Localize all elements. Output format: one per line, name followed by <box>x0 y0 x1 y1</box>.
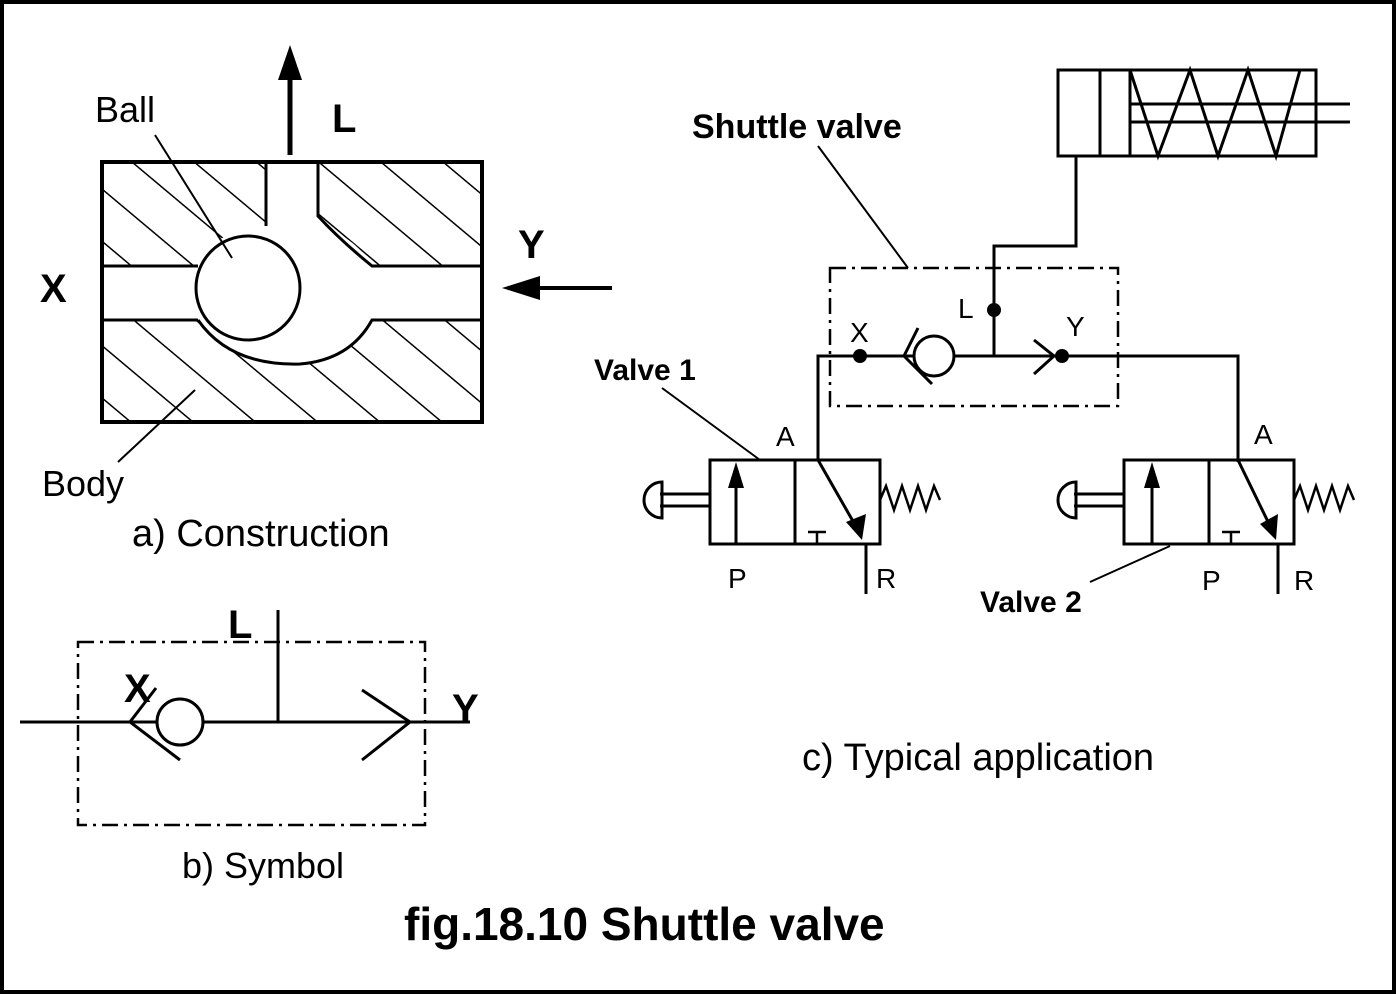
inlet-y-arrow-head <box>502 276 540 300</box>
shuttle-check-ball <box>912 334 956 378</box>
label-valve2: Valve 2 <box>980 586 1082 619</box>
shuttle-port-y-dot <box>1055 349 1069 363</box>
cylinder-supply-line <box>992 156 1078 356</box>
label-port-y: Y <box>518 223 545 267</box>
shuttle-label-x: X <box>850 317 869 348</box>
valve1-label-a: A <box>776 421 795 452</box>
valve2-label-p: P <box>1202 565 1221 596</box>
figure-caption: fig.18.10 Shuttle valve <box>404 898 885 950</box>
symbol-check-seat <box>127 687 181 762</box>
symbol-check-ball <box>155 697 205 747</box>
symbol-diagram: L X Y b) Symbol <box>20 603 479 886</box>
label-valve1: Valve 1 <box>594 354 696 387</box>
shuttle-port-x-dot <box>853 349 867 363</box>
outlet-arrow-head <box>278 45 302 80</box>
body-outline <box>100 160 484 424</box>
application-diagram: Shuttle valve X Y L Valve 1 A P R Valve … <box>594 65 1356 779</box>
valve1-label-leader <box>661 387 761 461</box>
valve1-label-r: R <box>876 563 896 594</box>
shuttle-label-y: Y <box>1066 311 1085 342</box>
valve2-label-leader <box>1089 545 1171 583</box>
ball <box>194 234 302 342</box>
label-ball: Ball <box>95 89 155 130</box>
valve1-3-2-valve <box>642 458 942 594</box>
valve1-label-p: P <box>728 563 747 594</box>
symbol-envelope <box>76 640 427 827</box>
shuttle-port-l-dot <box>987 303 1001 317</box>
label-shuttle-valve: Shuttle valve <box>692 108 902 146</box>
valve2-3-2-valve <box>1056 458 1356 594</box>
valve2-label-a: A <box>1254 419 1273 450</box>
symbol-flow-arrow <box>361 688 413 762</box>
cavity-outline <box>102 162 482 366</box>
label-port-x: X <box>40 267 67 311</box>
body-leader <box>117 389 196 463</box>
single-acting-cylinder <box>1056 65 1350 162</box>
caption-construction: a) Construction <box>132 513 390 555</box>
valve1-to-shuttle-line <box>816 354 1240 462</box>
shuttle-envelope <box>828 266 1120 408</box>
label-body: Body <box>42 463 124 504</box>
symbol-label-x: X <box>124 667 151 711</box>
caption-symbol: b) Symbol <box>182 845 344 886</box>
symbol-label-y: Y <box>452 687 479 731</box>
caption-application: c) Typical application <box>802 737 1154 779</box>
construction-diagram: Ball L X Y Body a) Construction <box>40 45 612 555</box>
label-port-l: L <box>332 97 356 141</box>
shuttle-flow-arrow <box>1032 338 1057 376</box>
shuttle-label-l: L <box>958 293 974 324</box>
ball-leader <box>154 134 233 259</box>
valve2-label-r: R <box>1294 565 1314 596</box>
symbol-label-l: L <box>228 603 252 647</box>
shuttle-label-leader <box>817 145 909 269</box>
shuttle-check-seat <box>902 327 934 386</box>
